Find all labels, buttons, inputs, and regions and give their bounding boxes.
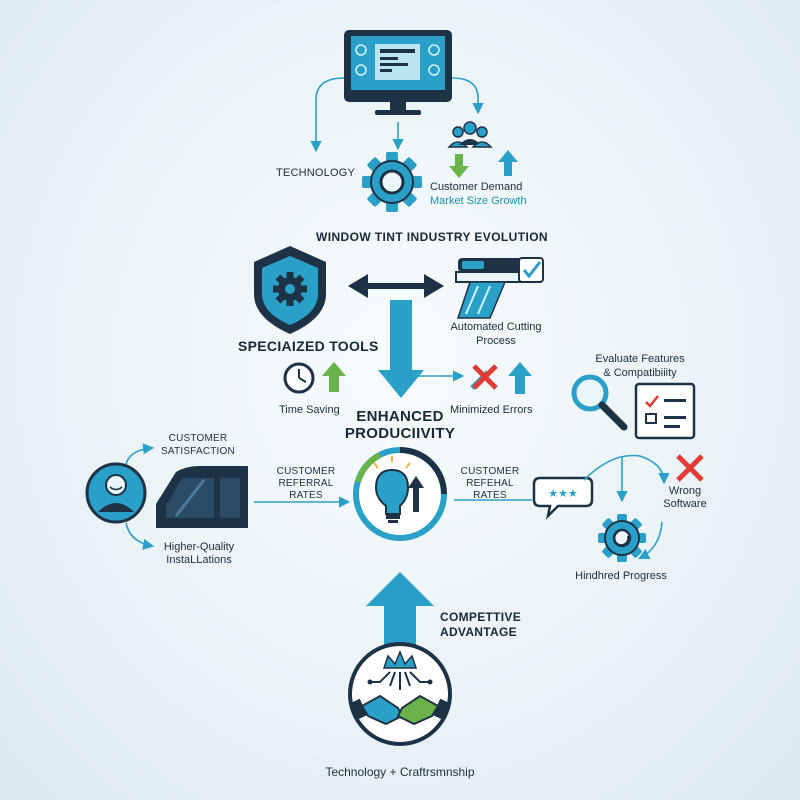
monitor-to-demand-arrow [451, 77, 484, 115]
left-referral-line1: CUSTOMER [276, 466, 336, 477]
productivity-label: PRODUCIIVITY [344, 425, 456, 442]
wrong-line1: Wrong [668, 485, 702, 497]
productivity-down-arrow [378, 300, 424, 398]
customers-icon [447, 121, 493, 148]
magnifier-icon [571, 374, 628, 431]
lightbulb-icon [373, 456, 411, 523]
car-window-icon [156, 466, 248, 528]
cutting-line2: Process [476, 335, 516, 347]
competitive-line1: COMPETTIVE [440, 610, 522, 624]
productivity-up-arrow-icon [408, 476, 424, 512]
customer-avatar-icon [85, 462, 147, 524]
errors-up-arrow-icon [508, 362, 532, 394]
bottom-caption: Technology + Craftrsmnship [325, 765, 475, 779]
quality-line1: Higher-Quality [163, 541, 235, 553]
avatar-to-satisfaction-arrow [125, 443, 155, 465]
time-saving-label: Time Saving [279, 404, 340, 416]
review-bubble-icon: ★★★ [532, 476, 594, 520]
left-referral-line2: REFERRAL [278, 478, 334, 489]
monitor-to-technology-arrow [310, 77, 345, 153]
wrong-to-gear-arrow [637, 521, 663, 560]
bubble-to-wrong-arrow [583, 454, 670, 485]
checklist-icon [634, 382, 696, 440]
enhanced-label: ENHANCED [356, 408, 444, 425]
customer-demand-label: Customer Demand [430, 181, 523, 193]
double-arrow-icon [348, 274, 444, 298]
gear-icon [362, 152, 422, 212]
technology-label: TECHNOLOGY [276, 167, 356, 179]
monitor-icon [344, 30, 452, 115]
right-referral-line3: RATES [473, 490, 507, 501]
avatar-to-quality-arrow [125, 522, 155, 550]
right-referral-line1: CUSTOMER [460, 466, 520, 477]
satisfaction-line2: SATISFACTION [161, 446, 235, 457]
hindered-gear-icon [598, 514, 646, 562]
competitive-line2: ADVANTAGE [440, 625, 517, 639]
errors-x-icon [470, 364, 498, 390]
diagram-title: WINDOW TINT INDUSTRY EVOLUTION [316, 230, 548, 244]
minimized-errors-label: Minimized Errors [450, 404, 533, 416]
blue-up-arrow-icon [498, 150, 518, 176]
market-growth-label: Market Size Growth [430, 195, 527, 207]
green-up-arrow-icon [322, 362, 346, 392]
evaluate-line2: & Compatibiiity [603, 367, 677, 379]
handshake-crown-icon [348, 642, 452, 746]
cutting-machine-icon [455, 257, 544, 319]
cutting-line1: Automated Cutting [450, 321, 542, 333]
competitive-up-arrow [366, 572, 434, 646]
wrong-x-icon [676, 454, 704, 482]
quality-line2: InstaLLations [166, 554, 232, 566]
left-referral-line3: RATES [289, 490, 323, 501]
right-referral-line2: REFEHAL [466, 478, 514, 489]
satisfaction-line1: CUSTOMER [168, 433, 228, 444]
svg-text:★★★: ★★★ [548, 487, 578, 500]
shield-gear-icon [254, 246, 326, 334]
wrong-line2: Software [663, 498, 707, 510]
hindered-progress-label: Hindhred Progress [575, 570, 667, 582]
evaluate-line1: Evaluate Features [595, 353, 685, 365]
clock-icon [283, 362, 315, 394]
specialized-tools-label: SPECIAIZED TOOLS [238, 338, 379, 354]
green-down-arrow-icon [449, 154, 469, 178]
